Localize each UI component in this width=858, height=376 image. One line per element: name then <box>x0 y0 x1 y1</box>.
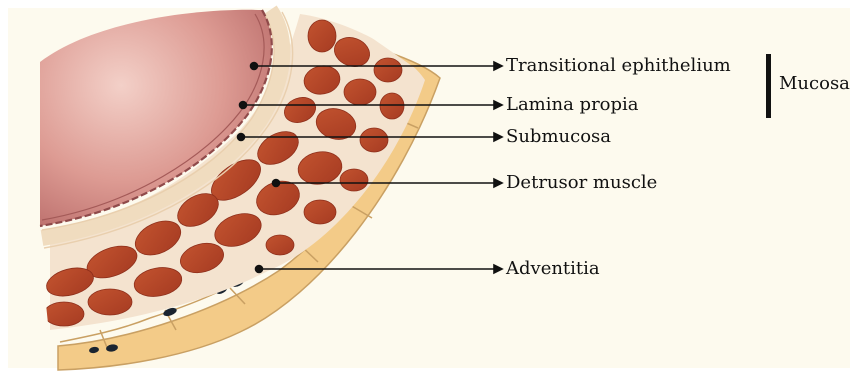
label-detrusor-muscle: Detrusor muscle <box>506 173 657 193</box>
label-transitional-epithelium: Transitional ephithelium <box>506 56 731 76</box>
label-adventitia: Adventitia <box>506 259 600 279</box>
label-submucosa: Submucosa <box>506 127 611 147</box>
label-mucosa: Mucosa <box>779 74 850 94</box>
mucosa-bracket <box>766 54 771 118</box>
label-lamina-propia: Lamina propia <box>506 95 639 115</box>
